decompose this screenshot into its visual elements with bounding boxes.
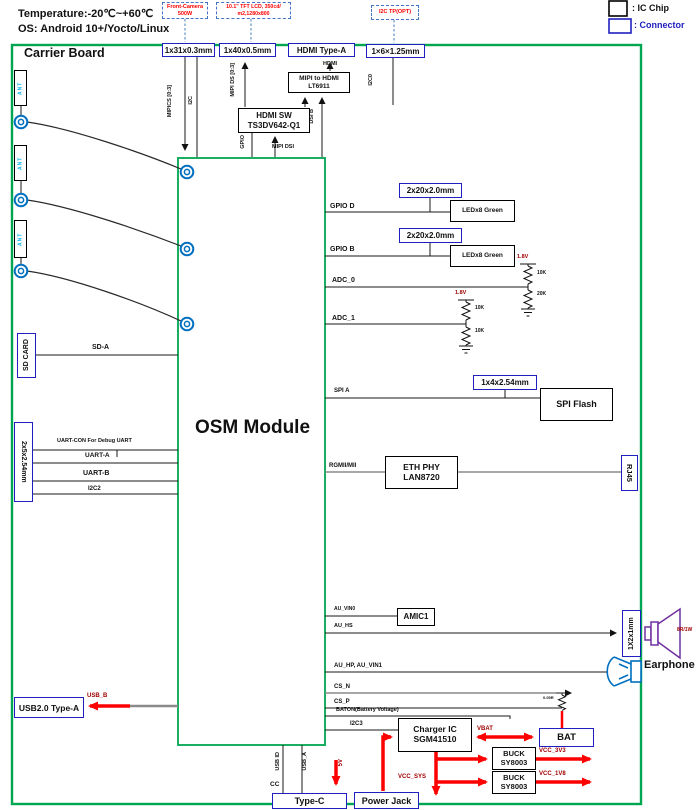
gpio-signal: GPIO (240, 135, 246, 149)
spi-a-signal: SPI A (334, 388, 350, 394)
adc0-rail-voltage: 1.8V (517, 254, 529, 260)
i2c0-signal: I2C0 (368, 74, 374, 86)
hdmi-signal: HDMI (323, 61, 338, 67)
antenna-connector-2: ANT (14, 145, 27, 181)
sd-card-connector: SD CARD (17, 333, 36, 378)
battery-connector: BAT (539, 728, 594, 747)
vcc-3v3-signal: VCC_3V3 (539, 748, 566, 754)
vbat-signal: VBAT (477, 726, 493, 732)
mipi-cs-signal: MIPICS [0:3] (167, 85, 173, 118)
gpio-d-header-connector: 2x20x2.0mm (399, 183, 462, 198)
gray-lines (128, 471, 621, 708)
spi-flash-chip: SPI Flash (540, 388, 613, 421)
type-c-connector: Type-C (272, 793, 347, 809)
led-bank-d: LEDx8 Green (450, 200, 515, 222)
buck-regulator-2: BUCK SY8003 (492, 771, 536, 794)
i2c-tp-connector: 1×6×1.25mm (366, 44, 425, 58)
i2c3-signal: I2C3 (350, 721, 363, 727)
temperature-spec: Temperature:-20℃~+60℃ (18, 8, 154, 20)
cs-n-signal: CS_N (334, 684, 351, 690)
signal-lines (20, 57, 617, 793)
charger-ic-chip: Charger IC SGM41510 (398, 718, 472, 752)
antenna-connector-1: ANT (14, 70, 27, 106)
gpio-d-signal: GPIO D (330, 203, 355, 210)
front-camera-peripheral: Front-Camera 500W (162, 2, 208, 19)
au-vin0-signal: AU_VIN0 (334, 606, 356, 612)
antenna-connector-3: ANT (14, 220, 27, 258)
mipi-hdmi-bridge-chip: MIPI to HDMI LT6911 (288, 72, 350, 93)
antenna-wires (26, 121, 182, 322)
cc-signal: CC (270, 781, 280, 788)
rgmii-signal: RGMII/MII (329, 463, 357, 469)
analog-mic-chip: AMIC1 (397, 608, 435, 626)
usb-b-signal: USB_B (87, 693, 108, 699)
usb-a-signal: USB_A (302, 752, 308, 771)
legend-swatches (608, 0, 632, 34)
au-hs-signal: AU_HS (334, 623, 353, 629)
led-bank-b: LEDx8 Green (450, 245, 515, 267)
usb-id-signal: USB ID (275, 752, 281, 771)
peripheral-dashed-links (184, 19, 395, 43)
board-outline (10, 43, 643, 806)
usb-type-a-connector: USB2.0 Type-A (14, 697, 84, 718)
legend-ic-chip-label: : IC Chip (632, 3, 669, 13)
legend-connector-label: : Connector (634, 20, 685, 30)
adc1-signal: ADC_1 (332, 315, 355, 322)
adc0-resistor-top: 10K (537, 270, 547, 276)
au-hp-signal: AU_HP, AU_VIN1 (334, 663, 383, 669)
earphone-label: Earphone (644, 659, 695, 671)
hdmi-type-a-connector: HDMI Type-A (288, 43, 355, 57)
adc1-rail-voltage: 1.8V (455, 290, 467, 296)
speaker-icon (644, 607, 681, 660)
hdmi-switch-chip: HDMI SW TS3DV642-Q1 (238, 108, 310, 133)
cs-p-signal: CS_P (334, 699, 350, 705)
adc0-signal: ADC_0 (332, 277, 355, 284)
mipi-ds-signal: MIPI DS [0:3] (230, 63, 236, 97)
sd-a-signal: SD-A (92, 344, 110, 351)
adc1-resistor-bottom: 10K (475, 328, 485, 334)
speaker-power-rating: 8R/1W (677, 627, 693, 633)
dsi-b-signal: DSI B (309, 109, 315, 124)
shunt-resistor-value: 0.05R (543, 695, 554, 700)
adc1-resistor-top: 10K (475, 305, 485, 311)
5v-signal: 5V (338, 759, 344, 767)
uart-b-signal: UART-B (83, 470, 110, 477)
speaker-connector: 1X2x1mm (622, 610, 641, 657)
buck-regulator-1: BUCK SY8003 (492, 747, 536, 770)
baton-signal: BATON(Battery Voltage) (336, 707, 399, 713)
earphone-icon (606, 656, 642, 687)
i2c-camera-signal: I2C (188, 96, 194, 105)
vcc-1v8-signal: VCC_1V8 (539, 771, 566, 777)
uart-header-connector: 2x5x2.54mm (14, 422, 33, 502)
power-wires (88, 701, 592, 796)
touch-panel-peripheral: I2C TP(OPT) (371, 5, 419, 20)
mipi-dsi-signal: MIPI DSI (272, 144, 295, 150)
adc0-resistor-bottom: 20K (537, 291, 547, 297)
rj45-connector: RJ45 (621, 455, 638, 491)
coax-connector-icons (13, 114, 195, 332)
resistor-networks (458, 263, 567, 711)
ethernet-phy-chip: ETH PHY LAN8720 (385, 456, 458, 489)
board-title: Carrier Board (24, 46, 105, 60)
lcd-peripheral: 10.1" TFT LCD, 350cd/ m2,1280x800 (216, 2, 291, 19)
osm-module-title: OSM Module (194, 417, 311, 438)
lcd-connector: 1x40x0.5mm (219, 43, 276, 57)
uart-con-signal: UART-CON For Debug UART (57, 438, 132, 444)
vcc-sys-signal: VCC_SYS (398, 774, 427, 780)
uart-a-signal: UART-A (85, 452, 110, 459)
gpio-b-signal: GPIO B (330, 246, 355, 253)
i2c2-signal: I2C2 (88, 486, 101, 492)
power-jack-connector: Power Jack (354, 792, 419, 809)
gpio-b-header-connector: 2x20x2.0mm (399, 228, 462, 243)
os-spec: OS: Android 10+/Yocto/Linux (18, 23, 170, 35)
spi-header-connector: 1x4x2.54mm (473, 375, 537, 390)
camera-connector: 1x31x0.3mm (162, 43, 215, 57)
